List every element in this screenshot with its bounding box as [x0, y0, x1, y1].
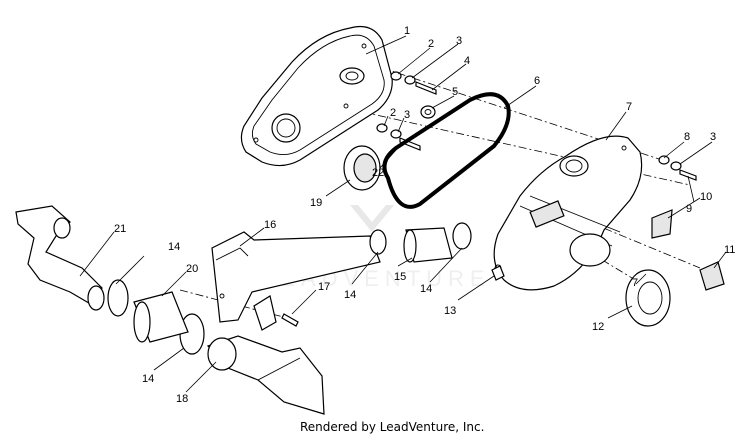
callout-20: 20 — [186, 263, 198, 275]
callout-7: 7 — [632, 277, 638, 289]
outer-clutch-cover — [493, 135, 643, 291]
callout-13: 13 — [444, 305, 456, 317]
lower-duct — [206, 335, 325, 415]
short-hose — [133, 291, 189, 343]
callout-22: 22 — [372, 167, 384, 179]
callout-14: 14 — [168, 241, 180, 253]
hose-clamps — [107, 222, 472, 355]
leader-lines — [79, 35, 727, 393]
hose-sleeve — [403, 227, 453, 263]
callout-14: 14 — [420, 283, 432, 295]
callout-9: 9 — [686, 203, 692, 215]
callout-11: 11 — [724, 244, 735, 256]
callout-1: 1 — [404, 25, 410, 37]
callout-19: 19 — [310, 197, 322, 209]
callout-5: 5 — [452, 86, 458, 98]
seal-ring — [343, 145, 381, 191]
callout-12: 12 — [592, 321, 604, 333]
air-duct-elbow — [211, 231, 381, 331]
inner-cover-plate — [240, 25, 393, 167]
callout-4: 4 — [464, 55, 470, 67]
right-hardware — [658, 155, 697, 181]
callout-21: 21 — [114, 223, 126, 235]
callout-2: 2 — [428, 38, 434, 50]
callout-8: 8 — [684, 131, 690, 143]
gasket-ring — [625, 269, 671, 327]
callout-16: 16 — [264, 219, 276, 231]
decal-strip — [651, 209, 673, 239]
callout-labels: 1 2 3 4 5 6 7 8 3 2 3 22 19 9 10 11 7 12… — [114, 25, 735, 405]
callout-2: 2 — [390, 107, 396, 119]
callout-3: 3 — [710, 131, 716, 143]
duct-screw — [281, 313, 299, 327]
callout-3: 3 — [456, 35, 462, 47]
callout-7: 7 — [626, 101, 632, 113]
drain-fitting — [491, 265, 505, 281]
callout-17: 17 — [318, 281, 330, 293]
callout-15: 15 — [394, 271, 406, 283]
intake-duct — [15, 205, 105, 311]
callout-3: 3 — [404, 109, 410, 121]
drive-belt — [382, 92, 511, 209]
callout-18: 18 — [176, 393, 188, 405]
render-credit: Rendered by LeadVenture, Inc. — [300, 420, 484, 434]
callout-10: 10 — [700, 191, 712, 203]
upper-hardware — [390, 71, 437, 119]
callout-14: 14 — [142, 373, 154, 385]
callout-6: 6 — [534, 75, 540, 87]
callout-14: 14 — [344, 289, 356, 301]
warning-label — [699, 261, 725, 291]
